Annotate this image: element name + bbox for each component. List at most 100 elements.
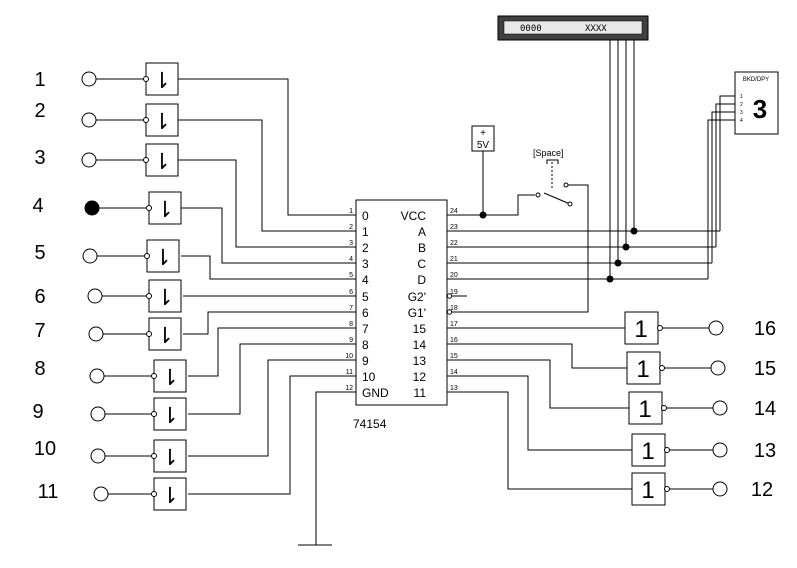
buffer-symbol: ⇂ (154, 245, 172, 270)
chip-pin-number: 19 (450, 289, 458, 296)
space-switch[interactable]: [Space] (533, 148, 573, 207)
chip-pin-label: B (418, 241, 426, 255)
output-probe (712, 442, 728, 458)
chip-pin-number: 10 (345, 353, 353, 360)
input-switch-node[interactable] (82, 248, 98, 264)
junctions (479, 211, 638, 283)
input-switch-node[interactable] (89, 368, 105, 384)
input-label: 2 (34, 100, 45, 122)
chip-pin-label: GND (362, 386, 389, 400)
chip-pin-number: 11 (346, 369, 353, 376)
input-wiring (178, 78, 356, 546)
inverter-symbol: 1 (638, 396, 651, 423)
seg-digit: 3 (753, 94, 767, 124)
gate-input-bubble (143, 157, 149, 163)
input-11[interactable]: 11 ⇂ (38, 477, 187, 511)
buffer-symbol: ⇂ (161, 403, 179, 428)
input-3[interactable]: 3⇂ (34, 143, 179, 177)
chip-pin-number: 21 (450, 256, 458, 263)
input-9[interactable]: 9⇂ (32, 397, 187, 431)
buffer-symbol: ⇂ (153, 109, 171, 134)
input-switch-node[interactable] (81, 71, 97, 87)
input-label: 8 (34, 358, 45, 380)
gate-input-bubble (146, 293, 152, 299)
chip-pin-number: 5 (349, 272, 353, 279)
hex-display: 0000 XXXX (497, 15, 649, 41)
input-8[interactable]: 8⇂ (34, 358, 187, 393)
chip-pin-label: 7 (362, 322, 369, 336)
input-7[interactable]: 7⇂ (34, 317, 182, 351)
gate-input-bubble (146, 331, 152, 337)
buffer-gate (148, 191, 182, 225)
output-probe (710, 360, 726, 376)
gate-input-bubble (146, 205, 152, 211)
gate-output-bubble (664, 447, 670, 453)
output-label: 12 (751, 479, 773, 501)
input-4[interactable]: 4⇂ (32, 191, 182, 225)
power-label: 5V (477, 140, 490, 151)
chip-pin-number: 23 (450, 224, 458, 231)
input-label: 3 (34, 147, 45, 169)
chip-pin-number: 13 (450, 385, 458, 392)
input-switch-node[interactable] (90, 406, 106, 422)
inverter-symbol: 1 (636, 356, 649, 383)
chip-pin-label: C (417, 257, 426, 271)
chip-pin-number: 18 (450, 305, 458, 312)
input-label: 10 (34, 438, 56, 460)
inversion-bubble (446, 293, 453, 299)
chip-pin-number: 6 (349, 289, 353, 296)
input-switch-node[interactable] (90, 448, 106, 464)
input-5[interactable]: 5⇂ (34, 239, 180, 273)
inverter-gate (628, 391, 663, 425)
chip-pin-label: 10 (362, 370, 376, 384)
chip-pin-label: 3 (362, 257, 369, 271)
inverter-symbol: 1 (634, 316, 647, 343)
hex-right-value: XXXX (585, 24, 607, 34)
input-switch-node[interactable] (81, 152, 97, 168)
output-probe (708, 320, 724, 336)
buffer-symbol: ⇂ (161, 483, 179, 508)
inverter-gate (631, 472, 666, 506)
input-label: 5 (34, 242, 45, 264)
input-label: 4 (32, 195, 43, 217)
chip-pin-number: 12 (345, 385, 353, 392)
input-switch-node[interactable] (87, 288, 103, 304)
gate-output-bubble (657, 325, 663, 331)
input-10[interactable]: 10 ⇂ (34, 438, 187, 473)
chip-pin-number: 4 (349, 256, 353, 263)
input-label: 11 (38, 481, 59, 503)
chip-pin-label: 12 (413, 370, 427, 384)
gate-input-bubble (151, 411, 157, 417)
buffer-gate (153, 477, 187, 511)
input-label: 1 (34, 69, 45, 91)
output-14: 1 14 (628, 391, 776, 425)
output-label: 16 (754, 318, 776, 340)
input-switch-node[interactable] (88, 326, 104, 342)
buffer-symbol: ⇂ (161, 445, 179, 470)
input-2[interactable]: 2⇂ (34, 100, 179, 137)
gate-input-bubble (151, 491, 157, 497)
chip-pin-number: 1 (349, 208, 353, 215)
input-switch-node[interactable] (81, 112, 97, 128)
output-probe (712, 400, 728, 416)
chip-pin-number: 3 (349, 240, 353, 247)
input-switch-node[interactable] (84, 200, 100, 216)
chip-pin-label: 1 (362, 225, 369, 239)
chip-pin-number: 24 (450, 208, 458, 215)
chip-pin-label: 9 (362, 354, 369, 368)
input-switch-node[interactable] (93, 486, 109, 502)
hex-left-value: 0000 (520, 24, 542, 34)
chip-pin-number: 22 (450, 240, 458, 247)
output-label: 14 (754, 398, 776, 420)
power-supply: + 5V (471, 125, 495, 152)
input-1[interactable]: 1⇂ (34, 62, 179, 96)
buffer-gate (153, 359, 187, 393)
buffer-symbol: ⇂ (156, 323, 174, 348)
input-6[interactable]: 6⇂ (34, 279, 182, 313)
chip-pin-number: 20 (450, 272, 458, 279)
chip-pin-number: 15 (450, 353, 458, 360)
output-16: 1 16 (624, 311, 776, 345)
